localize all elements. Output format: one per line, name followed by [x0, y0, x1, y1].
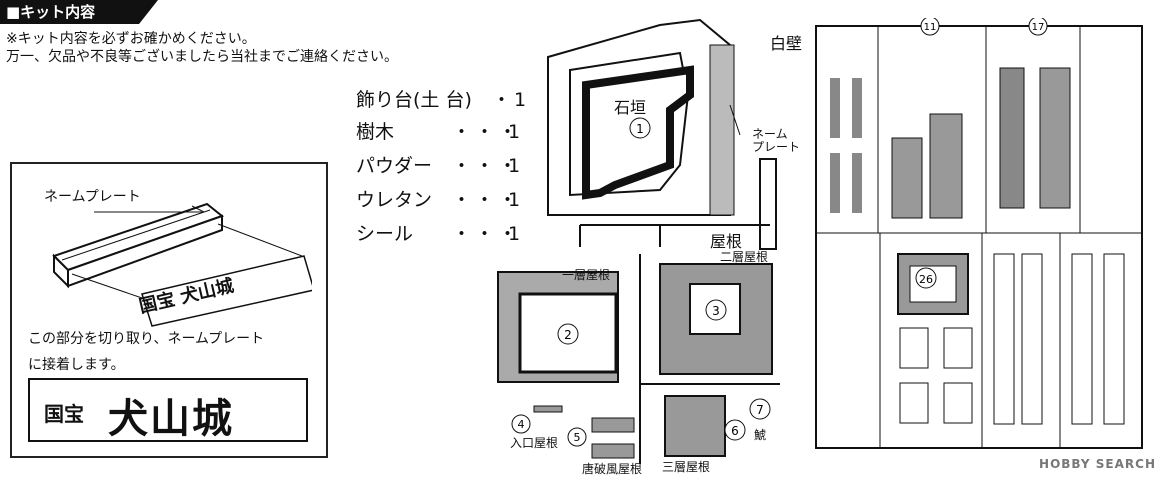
- label-third-roof: 三層屋根: [662, 460, 711, 474]
- contents-row: 飾り台(土 台) ・1: [356, 88, 526, 112]
- contents-dots: ・・・: [452, 121, 522, 143]
- note-line-2: 万一、欠品や不良等ございましたら当社までご連絡ください。: [6, 49, 398, 65]
- label-white-wall: 白壁: [770, 34, 803, 53]
- part-number: 26: [919, 273, 933, 286]
- contents-count: 1: [508, 121, 521, 143]
- nameplate-illustration: [52, 202, 312, 327]
- contents-dots: ・・・: [452, 223, 522, 245]
- label-second-roof: 二層屋根: [720, 250, 769, 264]
- contents-count: 1: [508, 155, 521, 177]
- white-wall-sprue: 26 11 17: [815, 18, 1143, 449]
- roof-sprue: 2 3 6 4 5 7: [497, 254, 780, 464]
- part-number: 11: [924, 22, 937, 33]
- nameplate-panel: ネームプレート 国宝 犬山城 この部分を切り取り、ネームプレート に接着します。…: [10, 162, 328, 458]
- contents-count: 1: [514, 89, 527, 111]
- label-first-roof: 一層屋根: [562, 268, 611, 282]
- contents-dots: ・: [492, 89, 516, 111]
- label-name-plate: ネームプレート: [752, 127, 801, 154]
- contents-count: 1: [508, 189, 521, 211]
- cutout-small-text: 国宝: [44, 402, 84, 426]
- cutout-main-text: 犬山城: [108, 395, 234, 442]
- part-number: 7: [756, 403, 764, 417]
- nameplate-label: ネームプレート: [44, 189, 141, 205]
- contents-dots: ・・・: [452, 189, 522, 211]
- nameplate-cutout: 国宝 犬山城: [28, 378, 308, 442]
- instruction-line-1: この部分を切り取り、ネームプレート: [28, 331, 265, 347]
- contents-item: 樹木: [356, 121, 395, 143]
- stone-wall-sprue: 1: [547, 18, 777, 250]
- label-shachi: 鯱: [754, 428, 767, 442]
- contents-dots: ・・・: [452, 155, 522, 177]
- section-header: ■キット内容: [0, 0, 158, 24]
- note-line-1: ※キット内容を必ずお確かめください。: [6, 31, 256, 47]
- part-number: 1: [636, 122, 644, 136]
- contents-count: 1: [508, 223, 521, 245]
- contents-item: パウダー: [356, 155, 433, 177]
- label-karahafu-roof: 唐破風屋根: [582, 462, 643, 476]
- part-number: 4: [518, 418, 525, 431]
- contents-item: ウレタン: [356, 189, 433, 211]
- contents-row: シール ・・・1: [356, 222, 520, 246]
- part-number: 6: [731, 424, 739, 438]
- part-number: 17: [1032, 22, 1045, 33]
- contents-row: ウレタン・・・1: [356, 188, 520, 212]
- label-roof: 屋根: [710, 232, 743, 251]
- part-number: 3: [712, 304, 720, 318]
- part-number: 2: [564, 328, 572, 342]
- part-number: 5: [574, 431, 581, 444]
- contents-row: パウダー・・・1: [356, 154, 520, 178]
- contents-item: 飾り台(土 台): [356, 89, 472, 111]
- contents-item: シール: [356, 223, 414, 245]
- contents-row: 樹木 ・・・1: [356, 120, 520, 144]
- label-stone-wall: 石垣: [614, 98, 647, 117]
- instruction-line-2: に接着します。: [28, 357, 125, 373]
- label-entrance-roof: 入口屋根: [510, 436, 559, 450]
- watermark: HOBBY SEARCH: [1039, 457, 1156, 471]
